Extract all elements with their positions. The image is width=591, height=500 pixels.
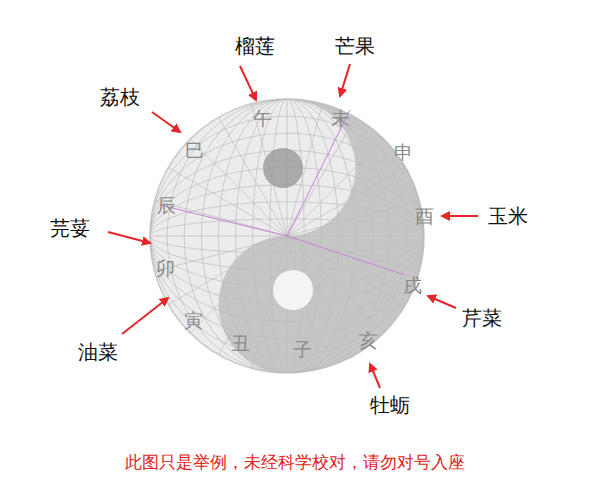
branch-label: 辰 <box>157 195 176 216</box>
circle-base <box>150 99 424 373</box>
branch-label: 午 <box>253 108 272 129</box>
branch-label: 申 <box>394 142 413 163</box>
branch-label: 卯 <box>156 258 175 279</box>
arrow <box>370 364 380 388</box>
grid-lines <box>150 99 424 373</box>
yang-dot <box>273 270 313 310</box>
branch-label: 巳 <box>185 140 204 161</box>
yin-dot <box>263 148 303 188</box>
arrow <box>240 66 256 100</box>
food-label: 牡蛎 <box>370 394 410 416</box>
food-label: 荔枝 <box>100 86 140 108</box>
caption: 此图只是举例，未经科学校对，请勿对号入座 <box>125 453 465 472</box>
purple-line <box>160 205 287 236</box>
arrow <box>340 64 350 96</box>
branch-label: 寅 <box>184 310 203 331</box>
branch-label: 酉 <box>415 206 434 227</box>
grid-parallel <box>150 116 424 356</box>
branch-label: 丑 <box>231 333 250 354</box>
branch-label: 亥 <box>359 330 378 351</box>
grid-meridian <box>167 99 407 373</box>
food-label: 油菜 <box>78 341 118 363</box>
grid-parallel <box>150 133 424 339</box>
food-label: 芫荽 <box>50 217 90 239</box>
food-label: 芒果 <box>335 35 375 57</box>
arrows <box>108 64 478 388</box>
branch-label: 戌 <box>403 275 422 296</box>
food-label: 玉米 <box>488 205 528 227</box>
food-label: 榴莲 <box>235 35 275 57</box>
branch-label: 未 <box>331 108 350 129</box>
arrow <box>108 232 150 243</box>
arrow <box>152 112 180 132</box>
arrow <box>428 296 456 308</box>
branch-label: 子 <box>293 339 312 360</box>
food-label: 芹菜 <box>462 307 502 329</box>
purple-line <box>287 236 405 275</box>
arrow <box>122 298 168 334</box>
arrow <box>442 215 478 217</box>
